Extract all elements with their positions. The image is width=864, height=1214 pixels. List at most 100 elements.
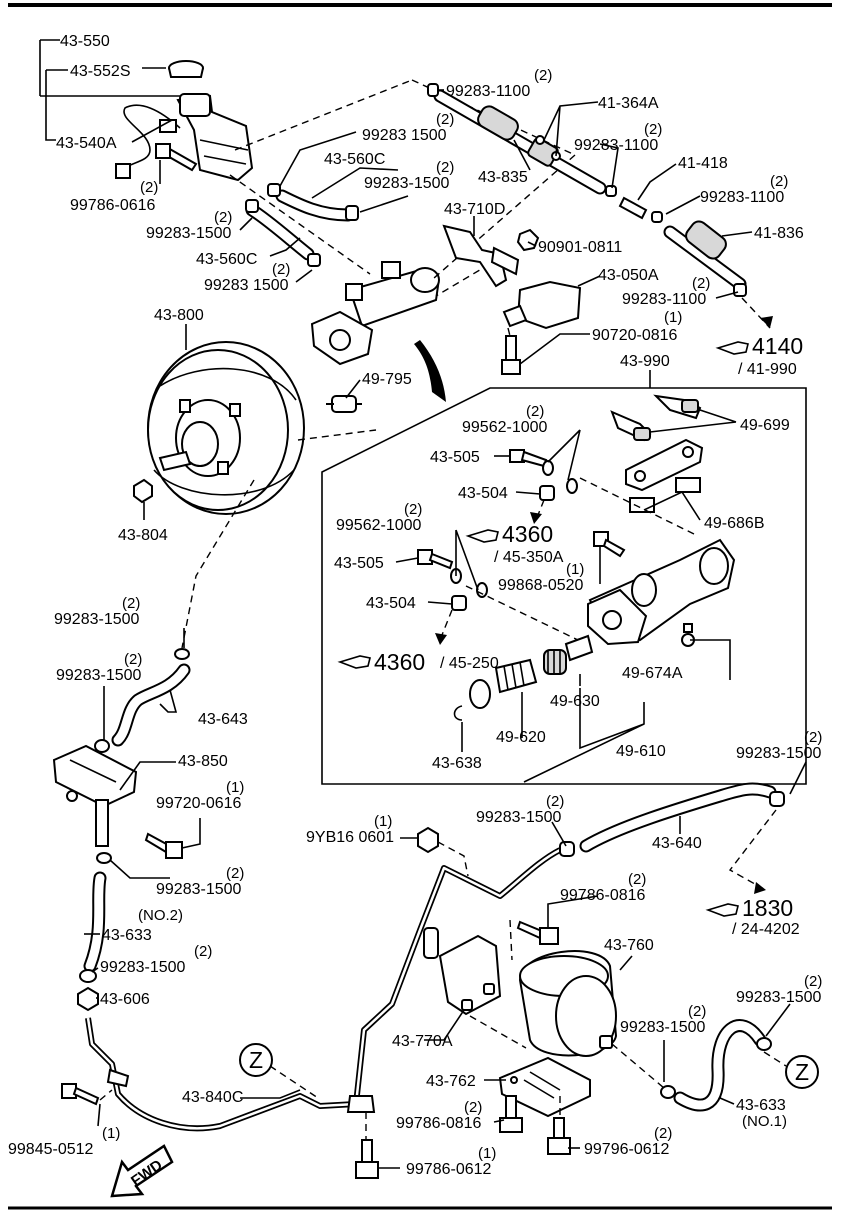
callout-41-836: 41-836 (754, 225, 804, 242)
callout-99283-1500: 99283 1500 (362, 127, 447, 144)
nut-43-804 (133, 478, 153, 504)
callout-43-505: 43-505 (430, 449, 480, 466)
bolt-99786-0612 (355, 1139, 379, 1179)
callout-43-633: 43-633 (102, 927, 152, 944)
callout-99796-0612: 99796-0612 (584, 1141, 670, 1158)
callout-qty: (1) (374, 813, 392, 830)
callout-43-504: 43-504 (458, 485, 508, 502)
callout-qty: (2) (804, 729, 822, 746)
svg-text:Z: Z (795, 1059, 809, 1085)
leader-lines (39, 39, 807, 1169)
callout-43-710D: 43-710D (444, 201, 505, 218)
bolt-99796-0612 (547, 1117, 571, 1155)
callout-41-418: 41-418 (678, 155, 728, 172)
callout-43-762: 43-762 (426, 1073, 476, 1090)
check-valve-49-795 (326, 395, 362, 413)
callout-99786-0816: 99786-0816 (396, 1115, 482, 1132)
pointing-hand-icon (705, 903, 739, 917)
callout-qty: (2) (804, 973, 822, 990)
bracket-43-770A (438, 934, 502, 1016)
callout-qty: (NO.1) (742, 1113, 787, 1130)
callout-43-770A: 43-770A (392, 1033, 453, 1050)
bolt-99786-0816-a (516, 920, 559, 945)
subassembly-43-990-frame (321, 387, 807, 785)
union-43-606 (77, 986, 99, 1012)
callout-43-633: 43-633 (736, 1097, 786, 1114)
master-cylinder (310, 261, 440, 366)
callout-43-638: 43-638 (432, 755, 482, 772)
clamp-99283-1500-h (79, 969, 97, 983)
pipe-43-840C (85, 847, 562, 1132)
callout-qty: (2) (214, 209, 232, 226)
callout-43-800: 43-800 (154, 307, 204, 324)
callout-qty: (2) (436, 111, 454, 128)
callout-qty: (2) (194, 943, 212, 960)
bolt-99845-0512 (61, 1083, 100, 1106)
bracket-43-850 (52, 744, 138, 847)
svg-text:/ 45-250: / 45-250 (440, 655, 499, 672)
callout-99283-1500: 99283-1500 (56, 667, 142, 684)
callout-qty: (2) (122, 595, 140, 612)
callout-qty: (2) (404, 501, 422, 518)
dash-top-1 (234, 79, 413, 151)
callout-49-610: 49-610 (616, 743, 666, 760)
callout-43-835: 43-835 (478, 169, 528, 186)
piston-49-630 (543, 634, 594, 675)
callout-labels: 43-550 43-552S 43-540A 99786-0616 (2) 99… (8, 33, 822, 1178)
callout-49-620: 49-620 (496, 729, 546, 746)
dash-to-1830 (728, 809, 777, 889)
callout-qty: (NO.2) (138, 907, 183, 924)
bolt-90720-0816 (501, 335, 521, 375)
callout-qty: (2) (436, 159, 454, 176)
bracket-43-050A (502, 280, 582, 330)
callout-99845-0512: 99845-0512 (8, 1141, 94, 1158)
callout-qty: (2) (692, 275, 710, 292)
callout-99283-1500: 99283 1500 (204, 277, 289, 294)
callout-qty: (2) (226, 865, 244, 882)
callout-qty: (2) (534, 67, 552, 84)
callout-qty: (1) (226, 779, 244, 796)
bracket-43-710D (442, 224, 520, 288)
svg-text:/ 45-350A: / 45-350A (494, 549, 564, 566)
hose-43-633-no1 (660, 1019, 772, 1112)
nut-90901-0811 (516, 228, 540, 252)
rotation-arrow (414, 340, 446, 402)
callout-99283-1500: 99283-1500 (736, 989, 822, 1006)
callout-99786-0616: 99786-0616 (70, 197, 156, 214)
svg-text:/ 41-990: / 41-990 (738, 361, 797, 378)
bolt-99868-0520 (593, 531, 626, 558)
marker-z-left: Z (239, 1043, 273, 1077)
clamp-99283-1500-e (174, 648, 190, 660)
callout-qty: (1) (566, 561, 584, 578)
callout-99283-1100: 99283-1100 (700, 189, 784, 206)
bolt-99786-0616 (155, 143, 198, 172)
forward-arrow: FWD (110, 1144, 174, 1198)
callout-qty: (2) (140, 179, 158, 196)
callout-49-686B: 49-686B (704, 515, 765, 532)
callout-99283-1500: 99283-1500 (736, 745, 822, 762)
level-sensor-harness (115, 104, 181, 179)
callout-qty: (2) (546, 793, 564, 810)
reservoir-cap (168, 60, 204, 78)
callout-99283-1500: 99283-1500 (100, 959, 186, 976)
hose-43-640 (559, 782, 785, 857)
callout-49-699: 49-699 (740, 417, 790, 434)
reference-1830: 1830 / 24-4202 (705, 895, 800, 938)
callout-43-760: 43-760 (604, 937, 654, 954)
svg-text:4360: 4360 (374, 649, 425, 675)
callout-99786-0816: 99786-0816 (560, 887, 646, 904)
callout-43-840C: 43-840C (182, 1089, 243, 1106)
callout-99283-1500: 99283-1500 (156, 881, 242, 898)
marker-z-right: Z (785, 1055, 819, 1089)
bolt-99720-0616 (144, 832, 183, 859)
hose-43-835 (427, 83, 607, 195)
callout-99868-0520: 99868-0520 (498, 577, 584, 594)
svg-text:1830: 1830 (742, 895, 793, 921)
callout-qty: (2) (688, 1003, 706, 1020)
unions-43-504 (451, 485, 555, 611)
callout-qty: (2) (464, 1099, 482, 1116)
callout-43-606: 43-606 (100, 991, 150, 1008)
callout-99720-0616: 99720-0616 (156, 795, 242, 812)
clamps-99283-1500-upper (245, 183, 359, 267)
